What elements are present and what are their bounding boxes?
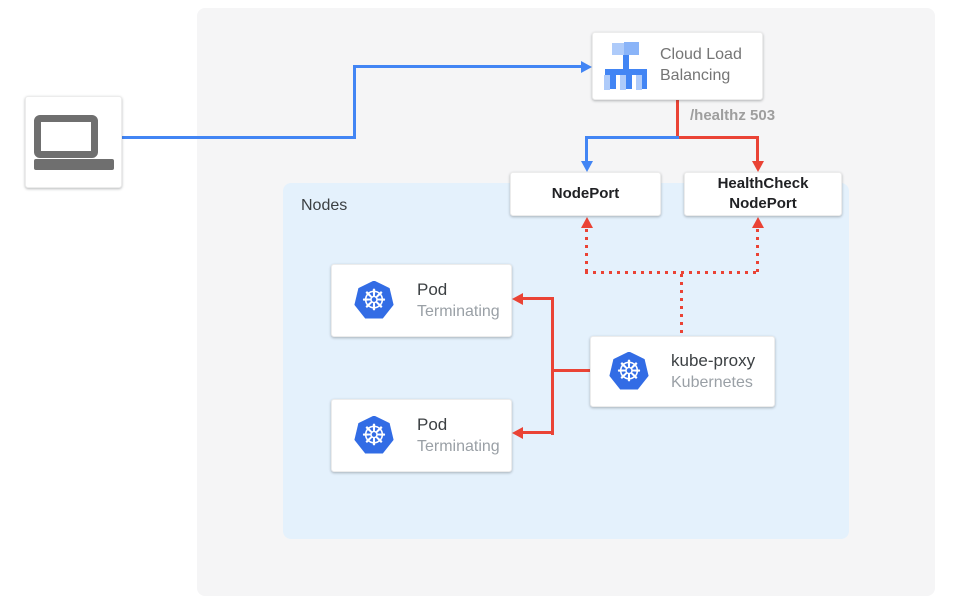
kubernetes-icon: ☸ (354, 415, 394, 454)
laptop-screen-shape (33, 114, 98, 158)
nodeport-label: NodePort (551, 184, 620, 202)
nodes-label: Nodes (301, 197, 348, 214)
edge-dotted-to-nodeport-segment (585, 229, 588, 273)
arrowhead-into-pod2 (512, 427, 523, 439)
edge-kubeproxy-to-pods-segment (551, 297, 554, 435)
pod1-title: Pod (417, 280, 448, 299)
nodeport-node: NodePort (510, 172, 661, 216)
healthcheck-nodeport-node: HealthCheck NodePort (684, 172, 842, 216)
pod2-text: Pod Terminating (417, 415, 500, 456)
kubernetes-icon: ☸ (354, 280, 394, 319)
arrowhead-dotted-into-healthcheck-nodeport (752, 217, 764, 228)
cloud-load-balancing-node: Cloud Load Balancing (592, 32, 763, 100)
arrowhead-dotted-into-nodeport (581, 217, 593, 228)
edge-client-to-lb-segment (353, 65, 581, 68)
cloud-load-balancing-label: Cloud Load Balancing (660, 46, 742, 84)
kube-proxy-node: ☸ kube-proxy Kubernetes (590, 336, 775, 407)
edge-kubeproxy-dotted-segment (585, 271, 759, 274)
edge-kubeproxy-to-pods-segment (551, 369, 590, 372)
arrowhead-into-load-balancer (581, 61, 592, 73)
pod-terminating-node-2: ☸ Pod Terminating (331, 399, 512, 472)
edge-lb-to-nodeport-segment (585, 136, 679, 139)
edge-kubeproxy-to-pod1-segment (522, 297, 554, 300)
kube-proxy-title: kube-proxy (671, 351, 756, 370)
kube-proxy-text: kube-proxy Kubernetes (671, 351, 755, 392)
cloud-load-balancing-icon (604, 42, 647, 90)
edge-kubeproxy-to-pod2-segment (522, 431, 554, 434)
pod-terminating-node-1: ☸ Pod Terminating (331, 264, 512, 337)
arrowhead-into-pod1 (512, 293, 523, 305)
edge-lb-healthcheck-segment (756, 136, 759, 162)
edge-dotted-to-healthcheck-nodeport-segment (756, 229, 759, 273)
edge-lb-to-nodeport-segment (585, 136, 588, 162)
edge-kubeproxy-dotted-segment (680, 274, 683, 336)
pod1-status: Terminating (417, 303, 500, 320)
pod1-text: Pod Terminating (417, 280, 500, 321)
kubernetes-icon: ☸ (609, 351, 649, 390)
laptop-icon (33, 114, 114, 170)
kube-proxy-subtitle: Kubernetes (671, 374, 753, 391)
healthcheck-nodeport-label: HealthCheck NodePort (717, 174, 809, 212)
pod2-title: Pod (417, 415, 448, 434)
edge-client-to-lb-segment (353, 65, 356, 139)
laptop-base-shape (33, 158, 114, 170)
arrowhead-into-nodeport (581, 161, 593, 172)
edge-lb-healthcheck-segment (676, 136, 759, 139)
arrowhead-into-healthcheck-nodeport (752, 161, 764, 172)
edge-lb-healthcheck-segment (676, 100, 679, 139)
client-laptop-node (25, 96, 122, 188)
edge-client-to-lb-segment (120, 136, 356, 139)
healthz-edge-label: /healthz 503 (690, 107, 776, 124)
pod2-status: Terminating (417, 438, 500, 455)
